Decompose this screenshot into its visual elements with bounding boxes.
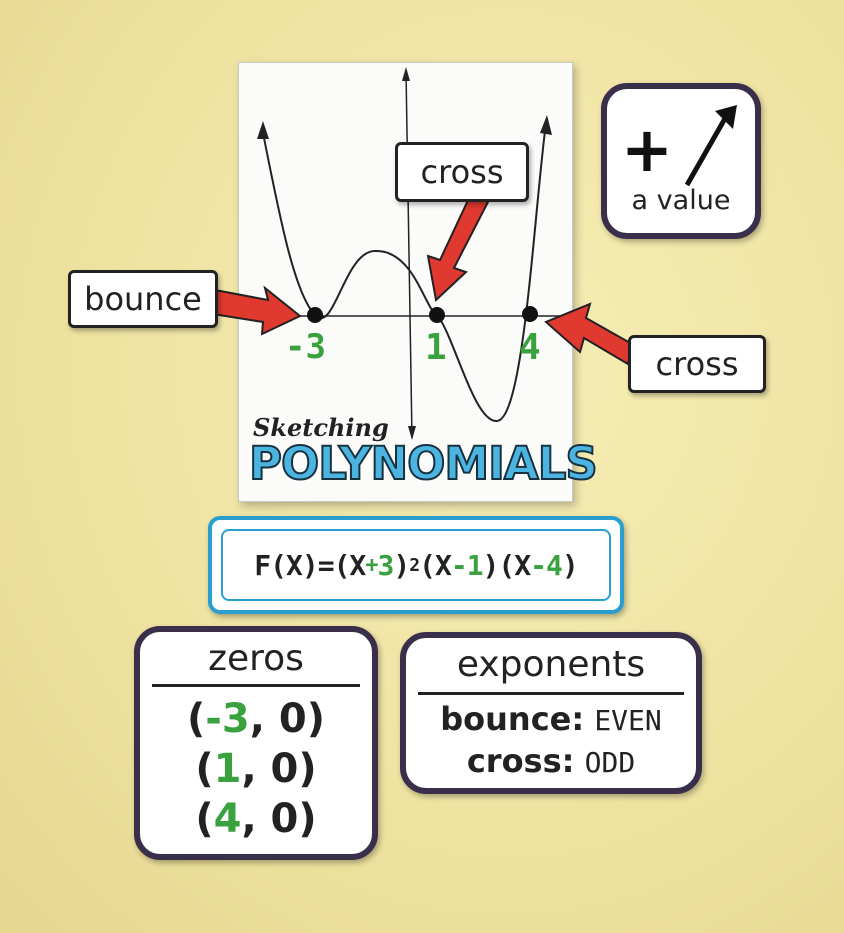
zero-dot-1 — [429, 307, 445, 323]
polynomial-poster: -3 1 4 Sketching POLYNOMIALS — [238, 62, 599, 502]
leading-label: a value — [631, 185, 731, 216]
poster-subtitle: Sketching — [253, 413, 389, 442]
formula-op2: - — [450, 548, 468, 582]
bounce-arrow — [211, 285, 302, 336]
formula-text: F(X)=(X + 3 ) 2 (X - 1 )(X - 4 ) — [221, 529, 611, 601]
y-axis-arrow-top — [402, 67, 410, 81]
exponents-cross-row: cross: ODD — [406, 742, 696, 780]
leading-coefficient-card: + a value — [601, 83, 761, 239]
zeros-divider — [152, 684, 360, 687]
bounce-label: bounce — [68, 270, 218, 328]
up-arrow-icon — [684, 105, 737, 187]
formula-n3: 4 — [545, 548, 563, 582]
zero-row: (4, 0) — [195, 796, 317, 842]
y-axis — [405, 70, 413, 439]
cross-value: ODD — [584, 746, 636, 779]
tick-label-4: 4 — [519, 327, 541, 368]
bounce-value: EVEN — [594, 704, 662, 737]
cross-top-label: cross — [395, 142, 529, 202]
formula-mid2: (X — [419, 548, 452, 582]
zeros-card: zeros (-3, 0) (1, 0) (4, 0) — [134, 626, 378, 860]
tick-label-1: 1 — [425, 327, 447, 368]
exponents-title: exponents — [456, 644, 646, 685]
exponents-bounce-row: bounce: EVEN — [406, 700, 696, 738]
formula-op1: + — [365, 552, 378, 578]
cross-key: cross: — [466, 742, 575, 780]
zeros-title: zeros — [208, 638, 304, 679]
polynomial-graph — [257, 67, 569, 440]
cross-right-label: cross — [628, 335, 766, 393]
formula-prefix: F(X)=(X — [254, 548, 366, 582]
formula-op3: - — [530, 548, 547, 582]
cross-top-arrow — [426, 194, 490, 302]
exponents-card: exponents bounce: EVEN cross: ODD — [400, 632, 702, 794]
zero-dot-neg3 — [307, 307, 323, 323]
formula-n2: 1 — [466, 548, 484, 582]
bounce-key: bounce: — [440, 700, 585, 738]
formula-card: F(X)=(X + 3 ) 2 (X - 1 )(X - 4 ) — [208, 516, 624, 614]
curve-arrow-right — [540, 115, 552, 135]
formula-mid1: ) — [393, 548, 410, 582]
formula-mid3: )(X — [482, 548, 532, 582]
formula-exponent: 2 — [409, 554, 420, 576]
poster-title: POLYNOMIALS — [248, 436, 599, 491]
tick-label-neg3: -3 — [285, 327, 326, 367]
y-axis-arrow-bottom — [408, 426, 416, 440]
curve-arrow-left — [257, 121, 269, 139]
cross-right-arrow — [544, 302, 634, 366]
formula-suffix: ) — [561, 548, 579, 582]
polynomial-curve — [262, 122, 547, 423]
zero-row: (1, 0) — [195, 746, 317, 792]
formula-n1: 3 — [377, 548, 395, 582]
zero-row: (-3, 0) — [187, 696, 325, 742]
exponents-divider — [418, 692, 684, 695]
zero-dot-4 — [522, 306, 538, 322]
plus-sign: + — [621, 113, 673, 186]
